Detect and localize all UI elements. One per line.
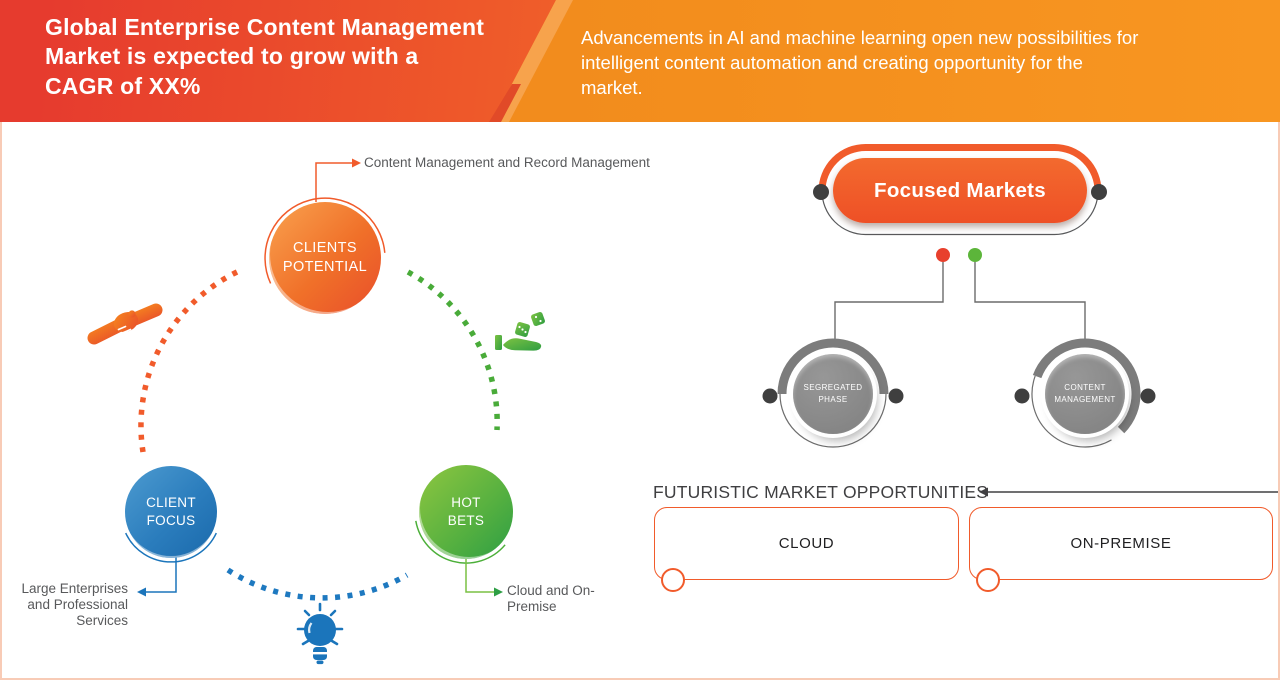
cycle-node-label: CLIENTS POTENTIAL — [282, 239, 368, 275]
pill-side-dot-left — [813, 184, 829, 200]
opportunity-box-cloud: CLOUD — [654, 507, 959, 580]
connector-hot-bets — [465, 558, 494, 593]
ring-hot-bets — [415, 520, 506, 564]
gray-node-label: CONTENT MANAGEMENT — [1054, 383, 1116, 404]
pill-side-dot-right — [1091, 184, 1107, 200]
callout-connectors — [137, 158, 503, 597]
focused-markets-child-content-management: CONTENT MANAGEMENT — [1045, 354, 1125, 434]
arrowhead-hot-bets — [494, 587, 503, 597]
gray-node-label: SEGREGATED PHASE — [803, 383, 863, 404]
opportunity-corner-dot — [976, 568, 1000, 592]
opportunities-heading: FUTURISTIC MARKET OPPORTUNITIES — [653, 482, 989, 502]
ring-clients-potential — [264, 197, 386, 284]
gray2-dot-left — [1014, 388, 1030, 404]
gray1-dot-right — [888, 388, 904, 404]
gray1-thick-arc — [777, 338, 889, 395]
focused-markets-ornaments — [813, 144, 1107, 347]
branch-dot-green — [968, 248, 982, 262]
opportunity-corner-dot — [661, 568, 685, 592]
gray1-thin-arc — [779, 393, 887, 448]
cycle-node-client-focus: CLIENT FOCUS — [125, 466, 217, 558]
header-left-panel — [0, 0, 556, 122]
lightbulb-icon — [296, 602, 344, 665]
handshake-icon — [87, 303, 163, 345]
opportunity-label: CLOUD — [778, 535, 835, 552]
header-banner: Global Enterprise Content Management Mar… — [0, 0, 1280, 122]
dice-hand-icon — [495, 312, 545, 351]
focused-markets-title: Focused Markets — [874, 178, 1046, 202]
gray2-dot-right — [1140, 388, 1156, 404]
cycle-node-label: HOT BETS — [447, 495, 485, 528]
dotted-cycle-arcs — [138, 269, 500, 601]
arrowhead-client-focus — [137, 587, 146, 597]
branch-line-left — [834, 262, 944, 347]
dotted-arc-green — [406, 269, 500, 431]
cycle-node-label: CLIENT FOCUS — [146, 495, 196, 528]
callout-hot-bets: Cloud and On-Premise — [507, 583, 595, 615]
ring-client-focus — [125, 532, 217, 563]
opportunity-label: ON-PREMISE — [1070, 535, 1172, 552]
opportunity-box-on-premise: ON-PREMISE — [969, 507, 1273, 580]
dotted-arc-blue — [226, 567, 409, 601]
page-title: Global Enterprise Content Management Mar… — [45, 14, 485, 99]
cycle-node-hot-bets: HOT BETS — [419, 465, 513, 559]
gray-node-ornaments — [762, 338, 1156, 448]
connector-clients-potential — [315, 162, 352, 202]
callout-clients-potential: Content Management and Record Management — [364, 155, 650, 170]
cycle-node-clients-potential: CLIENTS POTENTIAL — [269, 202, 381, 314]
gray2-thick-arc — [1032, 338, 1141, 434]
branch-line-right — [974, 262, 1086, 347]
focused-markets-pill: Focused Markets — [833, 158, 1087, 223]
opportunities-arrow — [979, 487, 1280, 497]
gray2-thin-arc — [1031, 375, 1112, 448]
dotted-arc-orange — [138, 269, 239, 453]
branch-dot-red — [936, 248, 950, 262]
connector-client-focus — [146, 557, 177, 593]
focused-markets-child-segregated-phase: SEGREGATED PHASE — [793, 354, 873, 434]
pill-thick-arc — [818, 144, 1102, 192]
pill-thin-arc — [821, 190, 1099, 236]
gray1-dot-left — [762, 388, 778, 404]
page-description: Advancements in AI and machine learning … — [581, 27, 1139, 99]
callout-client-focus: Large Enterprises and Professional Servi… — [21, 581, 128, 629]
arrowhead-clients-potential — [352, 158, 361, 168]
